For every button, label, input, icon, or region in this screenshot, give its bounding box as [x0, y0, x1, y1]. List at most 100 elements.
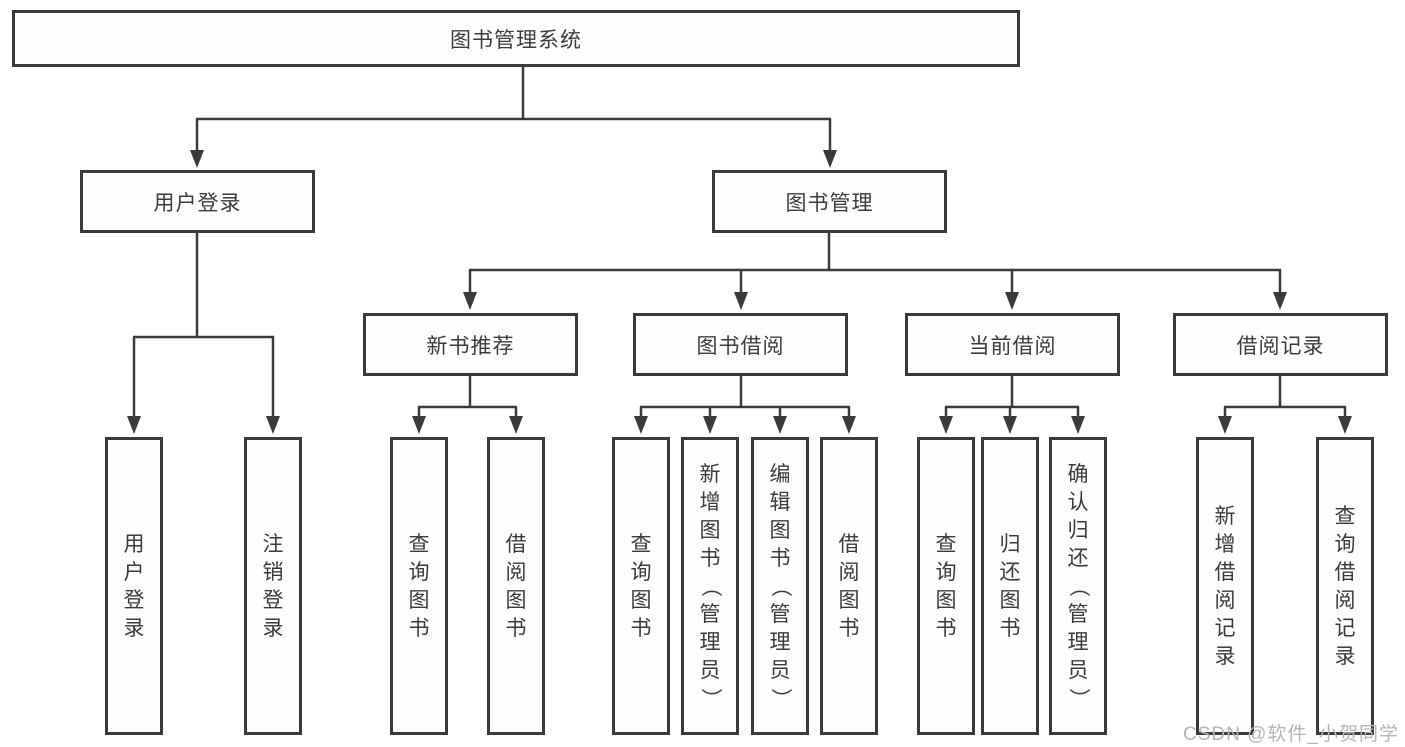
node-label-char: 询	[1334, 532, 1356, 556]
node-label-char: 认	[1067, 490, 1089, 514]
leaf-query-borrowing-record: 查询借阅记录	[1316, 437, 1374, 735]
node-label-char: 书	[769, 546, 791, 570]
arrowhead-down-icon	[823, 150, 837, 168]
arrowhead-down-icon	[773, 416, 787, 434]
leaf-user-login: 用户登录	[105, 437, 163, 735]
node-label-char: 员	[1067, 658, 1089, 682]
node-label-char: 书	[699, 546, 721, 570]
node-label-char: 书	[408, 616, 430, 640]
node-label-char: 查	[408, 532, 430, 556]
node-label-char: 户	[123, 560, 145, 584]
node-label-char: 增	[699, 490, 721, 514]
arrowhead-down-icon	[127, 416, 141, 434]
node-label-char: 归	[999, 532, 1021, 556]
node-label-char: 还	[999, 560, 1021, 584]
leaf-edit-books-admin: 编辑图书（管理员）	[751, 437, 809, 735]
leaf-query-books-recommend: 查询图书	[390, 437, 448, 735]
node-label-char: 询	[408, 560, 430, 584]
node-label-char: 员	[769, 658, 791, 682]
node-label-char: 录	[123, 616, 145, 640]
node-label-char: 查	[1334, 504, 1356, 528]
node-label-char: 书	[999, 616, 1021, 640]
node-label-char: 查	[630, 532, 652, 556]
leaf-query-books-borrow: 查询图书	[612, 437, 670, 735]
node-label-char: 录	[262, 616, 284, 640]
node-book-borrowing: 图书借阅	[633, 313, 848, 376]
node-label-char: 阅	[505, 560, 527, 584]
node-label-char: 借	[1334, 560, 1356, 584]
node-label-char: 图	[769, 518, 791, 542]
arrowhead-down-icon	[634, 416, 648, 434]
node-current-borrowing: 当前借阅	[905, 313, 1120, 376]
node-label-char: 查	[935, 532, 957, 556]
node-label-char: 录	[1214, 644, 1236, 668]
node-label-char: 借	[838, 532, 860, 556]
node-label-char: ）	[1066, 687, 1090, 709]
node-label-char: 书	[630, 616, 652, 640]
leaf-query-books-current: 查询图书	[917, 437, 975, 735]
node-label-char: 理	[699, 630, 721, 654]
node-label-char: 阅	[838, 560, 860, 584]
arrowhead-down-icon	[734, 292, 748, 310]
node-label-char: 归	[1067, 518, 1089, 542]
node-label-char: 增	[1214, 532, 1236, 556]
leaf-add-books-admin: 新增图书（管理员）	[681, 437, 739, 735]
arrowhead-down-icon	[1338, 416, 1352, 434]
node-label-char: 登	[262, 588, 284, 612]
node-label-char: 图	[838, 588, 860, 612]
node-label-char: 书	[935, 616, 957, 640]
leaf-confirm-return-admin: 确认归还（管理员）	[1049, 437, 1107, 735]
node-label-char: 记	[1214, 616, 1236, 640]
node-label-char: （	[1066, 575, 1090, 597]
node-label-char: 图	[699, 518, 721, 542]
node-label-char: 管	[1067, 602, 1089, 626]
arrowhead-down-icon	[842, 416, 856, 434]
node-label-char: 阅	[1214, 588, 1236, 612]
node-label-char: 书	[505, 616, 527, 640]
node-label-char: 辑	[769, 490, 791, 514]
node-borrowing-records: 借阅记录	[1173, 313, 1388, 376]
node-label-char: 记	[1334, 616, 1356, 640]
node-label-char: 新	[1214, 504, 1236, 528]
arrowhead-down-icon	[509, 416, 523, 434]
node-label-char: ）	[698, 687, 722, 709]
node-label-char: 员	[699, 658, 721, 682]
leaf-return-books: 归还图书	[981, 437, 1039, 735]
arrowhead-down-icon	[703, 416, 717, 434]
node-library-management-system: 图书管理系统	[12, 10, 1020, 67]
node-label-char: 编	[769, 462, 791, 486]
arrowhead-down-icon	[1218, 416, 1232, 434]
node-label-char: 书	[838, 616, 860, 640]
node-book-management: 图书管理	[712, 170, 947, 233]
node-label-char: 借	[505, 532, 527, 556]
node-label-char: 询	[630, 560, 652, 584]
node-label-char: 借	[1214, 560, 1236, 584]
leaf-logout: 注销登录	[244, 437, 302, 735]
node-label-char: 登	[123, 588, 145, 612]
node-label-char: 管	[769, 602, 791, 626]
node-label-char: 新	[699, 462, 721, 486]
node-label-char: 图	[935, 588, 957, 612]
leaf-add-borrowing-record: 新增借阅记录	[1196, 437, 1254, 735]
arrowhead-down-icon	[1071, 416, 1085, 434]
arrowhead-down-icon	[412, 416, 426, 434]
node-user-login: 用户登录	[80, 170, 315, 233]
node-label-char: 录	[1334, 644, 1356, 668]
node-label-char: 图	[999, 588, 1021, 612]
node-label-char: 阅	[1334, 588, 1356, 612]
node-label-char: 图	[630, 588, 652, 612]
node-label-char: 管	[699, 602, 721, 626]
arrowhead-down-icon	[463, 292, 477, 310]
node-label-char: ）	[768, 687, 792, 709]
arrowhead-down-icon	[1005, 292, 1019, 310]
arrowhead-down-icon	[1003, 416, 1017, 434]
leaf-borrow-books-recommend: 借阅图书	[487, 437, 545, 735]
arrowhead-down-icon	[190, 150, 204, 168]
node-label-char: 用	[123, 532, 145, 556]
arrowhead-down-icon	[1273, 292, 1287, 310]
node-label-char: 理	[769, 630, 791, 654]
node-label-char: 注	[262, 532, 284, 556]
leaf-borrow-books: 借阅图书	[820, 437, 878, 735]
